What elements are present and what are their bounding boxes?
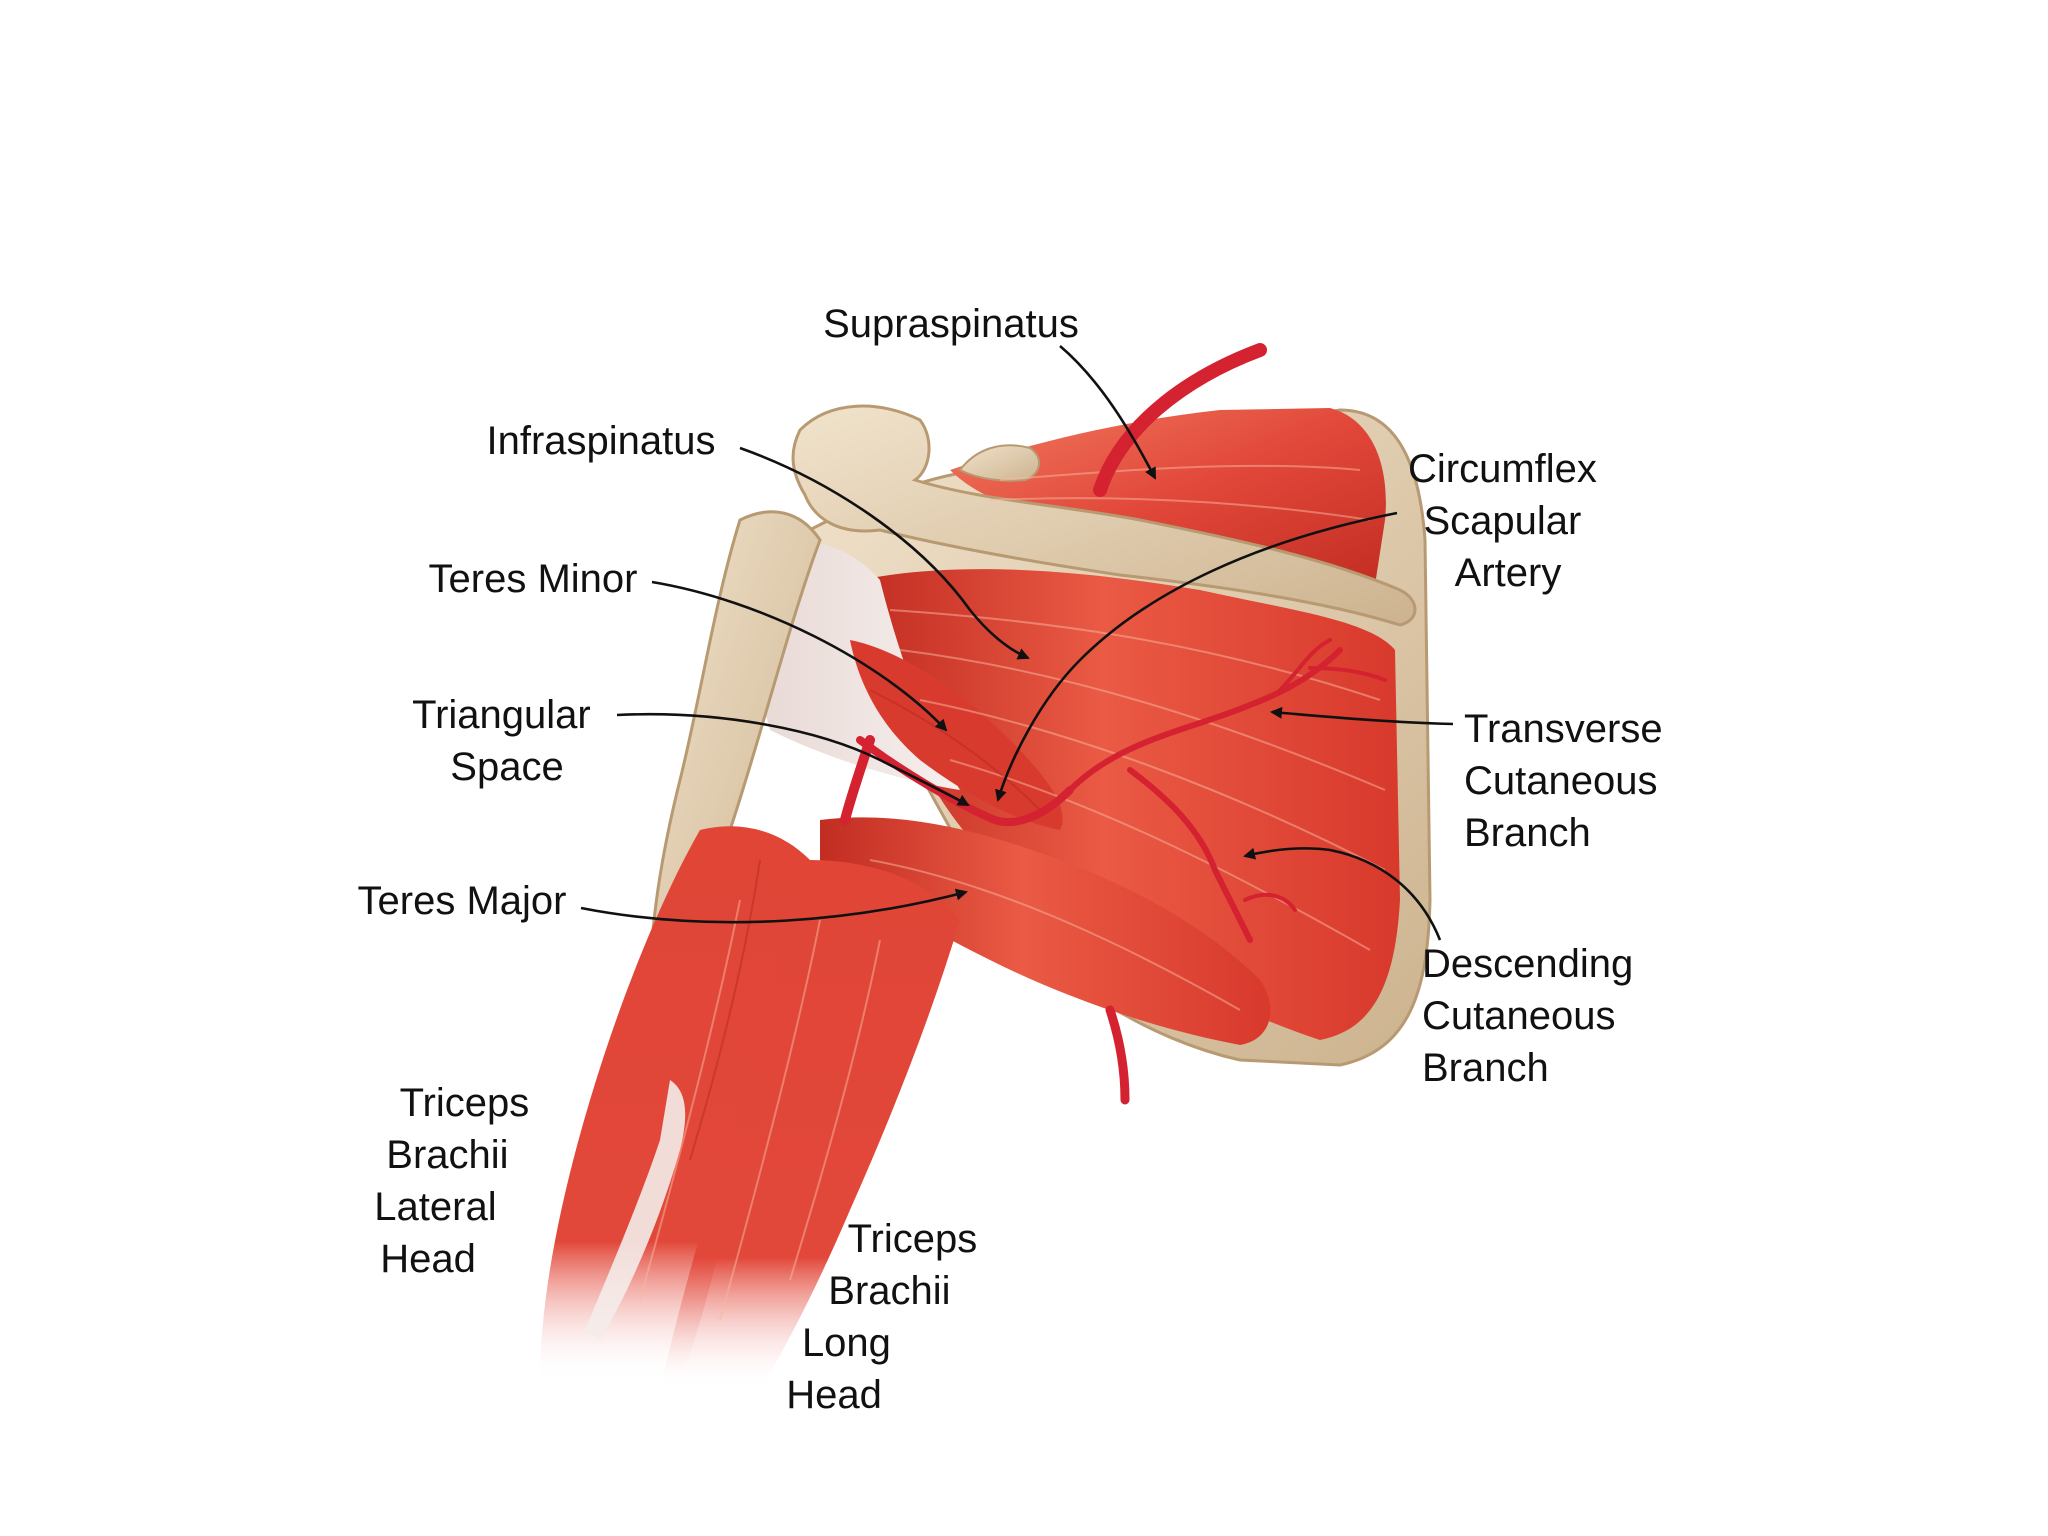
label-circumflex-scapular-artery: Circumflex Scapular Artery — [1408, 447, 1608, 595]
descending-branch-twig — [1243, 892, 1297, 912]
triceps-tendon-streak — [585, 1080, 686, 1340]
leader-infraspinatus — [739, 446, 1030, 660]
label-teres-minor: Teres Minor — [429, 557, 638, 601]
arteries — [840, 343, 1387, 1105]
leader-teres-major — [580, 888, 968, 924]
coracoid-bone — [958, 444, 1040, 482]
label-triceps-long-head: Triceps Brachii Long Head — [786, 1217, 988, 1417]
labels: Supraspinatus Infraspinatus Teres Minor … — [358, 302, 1674, 1417]
label-triceps-lateral-head: Triceps Brachii Lateral Head — [374, 1081, 540, 1281]
acromion-bone — [791, 404, 1417, 627]
label-descending-cutaneous-branch: Descending Cutaneous Branch — [1422, 942, 1644, 1090]
infraspinatus-muscle — [860, 569, 1400, 1040]
circumflex-scapular-artery — [856, 736, 1074, 827]
supraspinatus-muscle — [950, 408, 1386, 585]
illustration — [540, 343, 1432, 1390]
leader-transverse-cutaneous-branch — [1270, 706, 1454, 726]
leader-supraspinatus — [1059, 345, 1157, 480]
transverse-branch-twig-1 — [1278, 638, 1332, 692]
descending-cutaneous-branch-artery — [1127, 767, 1253, 943]
leader-circumflex-scapular-artery — [995, 511, 1398, 802]
teres-minor-muscle — [850, 640, 1063, 830]
muscle-fibers — [639, 464, 1386, 1321]
label-infraspinatus: Infraspinatus — [486, 419, 715, 463]
label-supraspinatus: Supraspinatus — [823, 302, 1079, 346]
brachial-artery — [840, 735, 875, 825]
transverse-branch-twig-2 — [1308, 666, 1387, 682]
label-teres-major: Teres Major — [358, 879, 567, 923]
triceps-long-head-muscle — [660, 860, 960, 1390]
leader-lines — [580, 345, 1454, 941]
label-transverse-cutaneous-branch: Transverse Cutaneous Branch — [1464, 707, 1674, 855]
leader-triangular-space — [616, 712, 970, 807]
leader-teres-minor — [651, 580, 948, 732]
lower-artery — [1105, 1005, 1130, 1105]
leader-descending-cutaneous-branch — [1243, 847, 1442, 941]
axillary-artery-top — [1093, 343, 1267, 497]
transverse-cutaneous-branch-artery — [1067, 647, 1343, 793]
label-triangular-space: Triangular Space — [412, 693, 602, 789]
